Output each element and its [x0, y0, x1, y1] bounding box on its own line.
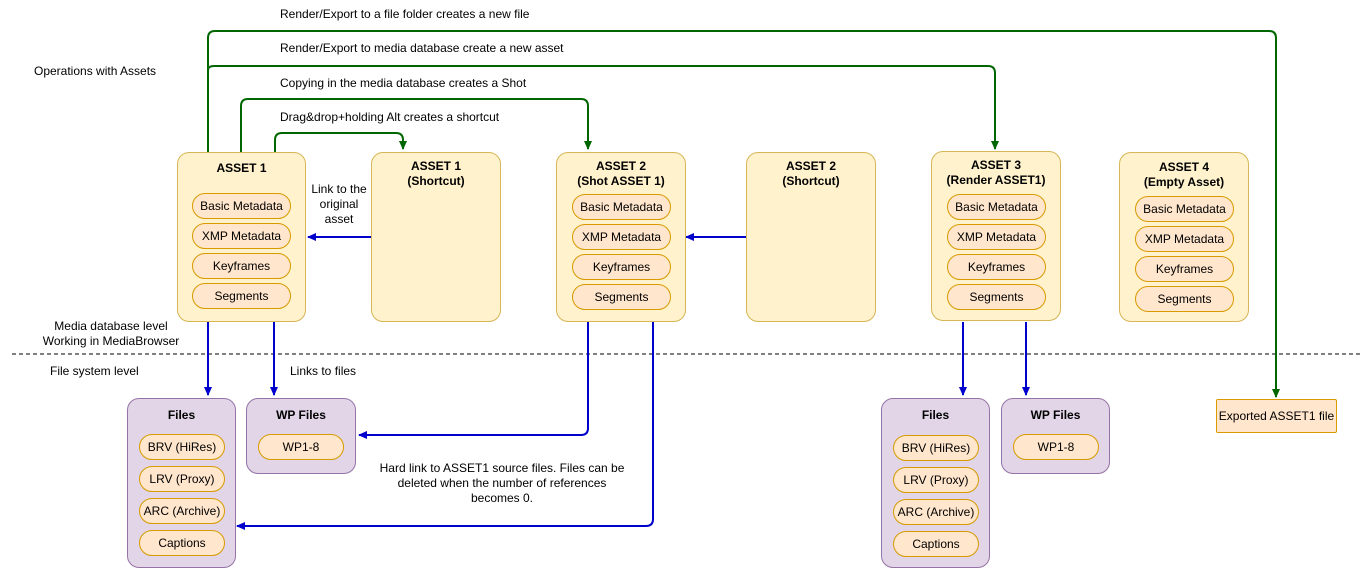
asset1-xmp-metadata[interactable]: XMP Metadata: [192, 223, 291, 249]
db-level-label: Media database level Working in MediaBro…: [42, 319, 180, 348]
asset4-basic-metadata[interactable]: Basic Metadata: [1135, 196, 1234, 222]
asset3-xmp-metadata[interactable]: XMP Metadata: [947, 224, 1046, 250]
asset4-keyframes[interactable]: Keyframes: [1135, 256, 1234, 282]
files-left-box[interactable]: Files BRV (HiRes) LRV (Proxy) ARC (Archi…: [127, 398, 236, 568]
asset3-title: ASSET 3 (Render ASSET1): [946, 158, 1046, 187]
arrow-copy-shot: [240, 98, 592, 152]
asset1-box[interactable]: ASSET 1 Basic Metadata XMP Metadata Keyf…: [177, 152, 306, 322]
asset2-basic-metadata[interactable]: Basic Metadata: [572, 194, 671, 220]
hard-link-label: Hard link to ASSET1 source files. Files …: [379, 461, 625, 505]
link-original-label: Link to the original asset: [311, 182, 367, 226]
asset2-keyframes[interactable]: Keyframes: [572, 254, 671, 280]
asset2-xmp-metadata[interactable]: XMP Metadata: [572, 224, 671, 250]
wp-right-title: WP Files: [1030, 408, 1081, 422]
asset3-segments[interactable]: Segments: [947, 284, 1046, 310]
files-right-box[interactable]: Files BRV (HiRes) LRV (Proxy) ARC (Archi…: [881, 398, 990, 568]
files-left-lrv[interactable]: LRV (Proxy): [139, 466, 225, 492]
wp-right-box[interactable]: WP Files WP1-8: [1001, 398, 1110, 474]
files-right-lrv[interactable]: LRV (Proxy): [893, 467, 979, 493]
asset3-basic-metadata[interactable]: Basic Metadata: [947, 194, 1046, 220]
wp-left-title: WP Files: [276, 408, 326, 422]
asset2-shortcut-box[interactable]: ASSET 2 (Shortcut): [746, 152, 876, 322]
asset2-title: ASSET 2 (Shot ASSET 1): [577, 159, 665, 188]
files-left-captions[interactable]: Captions: [139, 530, 225, 556]
asset4-segments[interactable]: Segments: [1135, 286, 1234, 312]
files-left-title: Files: [167, 408, 196, 422]
files-left-brv[interactable]: BRV (HiRes): [139, 434, 225, 460]
arrow-render-db: [207, 65, 999, 150]
links-files-label: Links to files: [290, 364, 357, 378]
asset4-xmp-metadata[interactable]: XMP Metadata: [1135, 226, 1234, 252]
asset2-segments[interactable]: Segments: [572, 284, 671, 310]
files-left-arc[interactable]: ARC (Archive): [139, 498, 225, 524]
dragdrop-label: Drag&drop+holding Alt creates a shortcut: [280, 110, 500, 124]
asset3-box[interactable]: ASSET 3 (Render ASSET1) Basic Metadata X…: [931, 151, 1061, 321]
asset1-shortcut-box[interactable]: ASSET 1 (Shortcut): [371, 152, 501, 322]
asset3-keyframes[interactable]: Keyframes: [947, 254, 1046, 280]
arrow-asset2-wp: [358, 322, 589, 439]
wp-right-wp18[interactable]: WP1-8: [1013, 434, 1099, 460]
asset1-basic-metadata[interactable]: Basic Metadata: [192, 193, 291, 219]
asset1-segments[interactable]: Segments: [192, 283, 291, 309]
files-right-captions[interactable]: Captions: [893, 531, 979, 557]
wp-left-box[interactable]: WP Files WP1-8: [246, 398, 356, 474]
render-db-label: Render/Export to media database create a…: [280, 41, 564, 55]
files-right-arc[interactable]: ARC (Archive): [893, 499, 979, 525]
files-right-brv[interactable]: BRV (HiRes): [893, 435, 979, 461]
asset1-keyframes[interactable]: Keyframes: [192, 253, 291, 279]
files-right-title: Files: [921, 408, 950, 422]
asset4-title: ASSET 4 (Empty Asset): [1143, 160, 1225, 189]
operations-label: Operations with Assets: [34, 64, 157, 78]
render-file-label: Render/Export to a file folder creates a…: [280, 7, 530, 21]
wp-left-wp18[interactable]: WP1-8: [258, 434, 344, 460]
exported-asset1-file[interactable]: Exported ASSET1 file: [1216, 399, 1337, 433]
asset4-box[interactable]: ASSET 4 (Empty Asset) Basic Metadata XMP…: [1119, 152, 1249, 322]
arrow-shortcut: [274, 132, 407, 152]
arrow-render-file: [207, 30, 1280, 398]
asset2-box[interactable]: ASSET 2 (Shot ASSET 1) Basic Metadata XM…: [556, 152, 686, 322]
arrow-hard-link: [236, 322, 654, 530]
copy-shot-label: Copying in the media database creates a …: [280, 76, 527, 90]
asset2-shortcut-title: ASSET 2 (Shortcut): [782, 159, 840, 188]
asset1-shortcut-title: ASSET 1 (Shortcut): [407, 159, 465, 188]
fs-level-label: File system level: [50, 364, 139, 378]
asset1-title: ASSET 1: [216, 161, 267, 175]
